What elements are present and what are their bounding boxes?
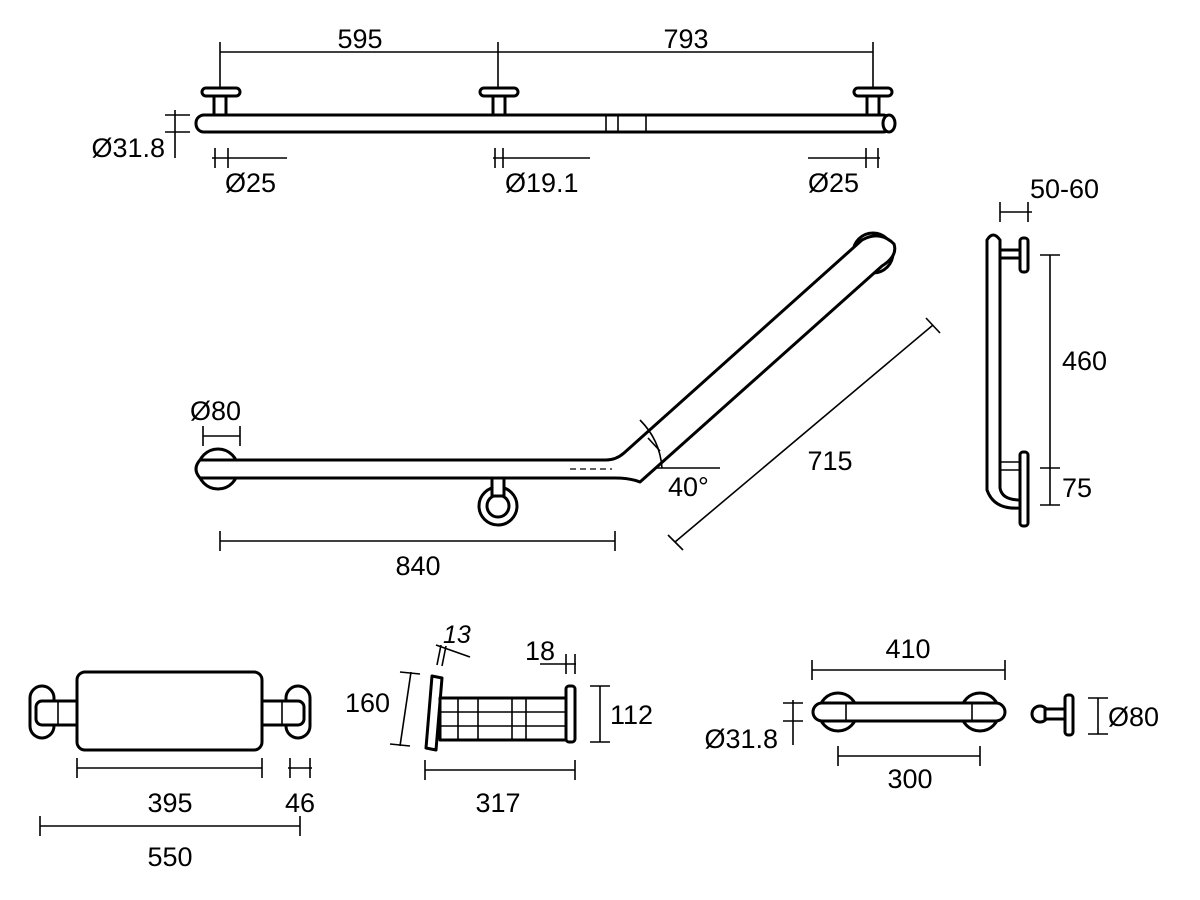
dim-flange-diameter-short: Ø80 [1108,702,1159,732]
dim-715: 715 [807,446,852,476]
dim-840: 840 [395,551,440,581]
dim-13: 13 [443,621,471,649]
dim-317: 317 [475,788,520,818]
dim-460: 460 [1062,346,1107,376]
dim-center-stem: Ø19.1 [505,168,579,198]
dim-tube-diameter-short: Ø31.8 [704,724,778,754]
backrest-front: 395 46 550 [28,670,315,872]
dim-395: 395 [147,788,192,818]
dim-300: 300 [887,764,932,794]
angled-rail: 40° Ø80 840 715 [190,231,941,581]
dim-550: 550 [147,842,192,872]
dim-75: 75 [1062,473,1092,503]
dim-112: 112 [610,700,653,730]
dim-160: 160 [345,688,390,718]
dim-flange-left: Ø25 [225,168,276,198]
dim-flange-right: Ø25 [808,168,859,198]
dim-46: 46 [285,788,315,818]
dim-angle: 40° [668,472,709,502]
dim-flange-diameter: Ø80 [190,396,241,426]
dim-projection: 50-60 [1030,174,1099,204]
dim-410: 410 [885,634,930,664]
dim-tube-diameter: Ø31.8 [91,133,165,163]
dim-18: 18 [525,636,555,666]
short-rail-side-view [1030,693,1075,737]
backrest-side: 13 18 160 112 317 [345,621,653,818]
dim-793: 793 [663,24,708,54]
flange-center [478,86,520,117]
flange-left [200,86,242,117]
short-rail: 410 300 Ø31.8 Ø80 [704,634,1159,794]
straight-rail: 595 793 Ø31.8 Ø25 Ø19.1 Ø25 [91,24,897,198]
side-view: 50-60 460 75 [985,174,1107,528]
flange-right [852,86,894,117]
dim-595: 595 [337,24,382,54]
